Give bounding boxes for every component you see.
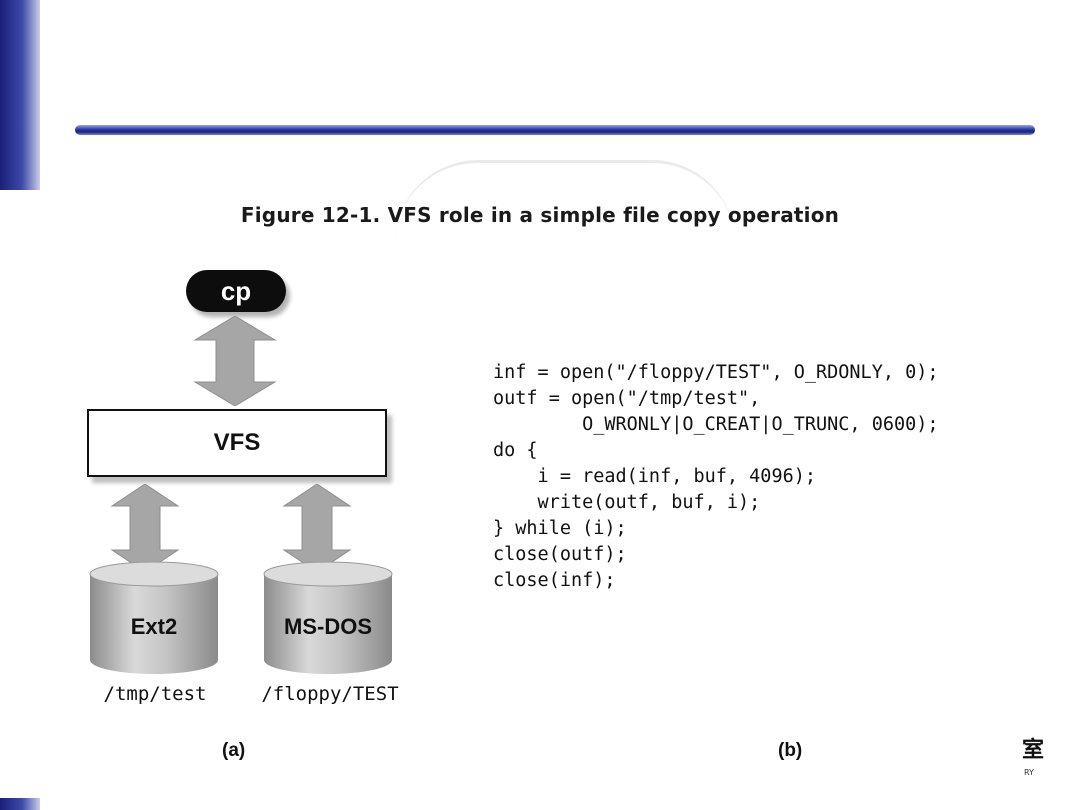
figure-caption: Figure 12-1. VFS role in a simple file c… [240,203,840,227]
cp-vfs-double-arrow [193,316,277,406]
code-line: } while (i); [493,518,627,539]
background-watermark [395,160,735,243]
subfigure-a-label: (a) [222,740,246,761]
title-divider-rule [75,125,1035,135]
subfigure-b-label: (b) [778,740,803,761]
msdos-path-label: /floppy/TEST [261,683,399,705]
code-line: i = read(inf, buf, 4096); [493,466,817,487]
code-listing: inf = open("/floppy/TEST", O_RDONLY, 0);… [493,360,939,594]
code-line: close(inf); [493,570,616,591]
corner-logo-glyph: 室 [1022,737,1045,763]
msdos-disk-cylinder [263,561,393,674]
msdos-disk-label: MS-DOS [284,614,372,639]
code-line: inf = open("/floppy/TEST", O_RDONLY, 0); [493,362,939,383]
vfs-layer-box: VFS [87,409,387,477]
code-line: write(outf, buf, i); [493,492,761,513]
cp-label: cp [220,275,252,306]
ext2-disk-label: Ext2 [130,614,178,639]
code-line: close(outf); [493,544,627,565]
code-line: outf = open("/tmp/test", [493,388,761,409]
code-line: O_WRONLY|O_CREAT|O_TRUNC, 0600); [493,414,939,435]
slide-left-accent-bar [0,0,40,190]
code-line: do { [493,440,538,461]
ext2-disk-cylinder [89,561,219,674]
vfs-ext2-double-arrow [110,484,180,572]
slide-left-accent-bar-bottom [0,798,40,810]
cp-process-node: cp [186,270,286,312]
corner-logo-text: RY [1024,768,1034,777]
vfs-label: VFS [213,429,261,456]
vfs-msdos-double-arrow [282,484,352,572]
ext2-path-label: /tmp/test [103,683,207,705]
